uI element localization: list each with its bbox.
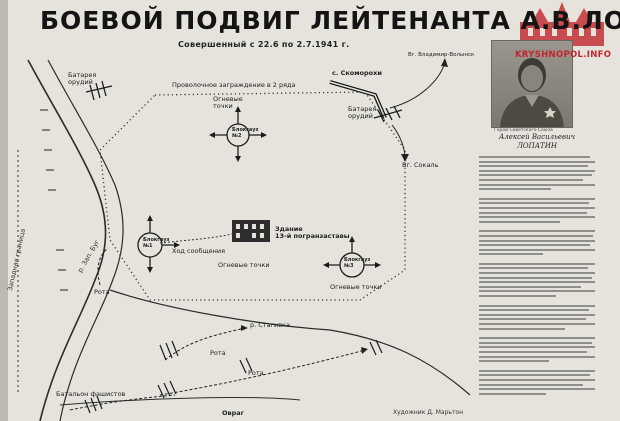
bunker-2-icon <box>213 110 263 158</box>
label-bunker-3: Блокгауз №3 <box>344 257 371 269</box>
outpost-building-icon <box>232 220 270 242</box>
battery-right-icon <box>373 105 403 123</box>
label-battery-top: Батарея орудий <box>68 71 97 87</box>
road-south <box>59 397 301 406</box>
hero-portrait <box>491 40 573 128</box>
river-western-bug-bank <box>47 59 124 421</box>
poster-subtitle: Совершенный с 22.6 по 2.7.1941 г. <box>178 40 350 49</box>
label-company-bottom: Рота <box>248 369 264 377</box>
photo-edge <box>0 0 8 421</box>
river-stagivka <box>109 289 471 396</box>
hero-caption: Герой Советского Союза <box>494 128 553 133</box>
battery-top-icon <box>85 80 113 101</box>
barbed-wire-perimeter <box>99 91 406 301</box>
arrow-to-vladimir <box>389 61 446 109</box>
enemy-unit-hatches <box>84 339 383 414</box>
label-firing-points-left: Огневые точки <box>218 261 270 269</box>
company-attack-center <box>164 327 246 361</box>
label-battery-right: Батарея орудий <box>348 105 377 121</box>
label-firing-points-top: Огневые точки <box>213 95 243 111</box>
label-communication-trench: Ход сообщения <box>172 247 226 255</box>
label-bunker-2: Блокгауз №2 <box>232 127 259 139</box>
label-outpost-building: Здание 13-й погранзаставы <box>275 225 350 241</box>
label-bunker-1: Блокгауз №1 <box>143 237 170 249</box>
label-river-stagivka: р. Стагивка <box>250 321 290 329</box>
hero-name: Алексей Васильевич ЛОПАТИН <box>499 133 575 151</box>
bunker-3-icon <box>327 240 377 278</box>
label-village: с. Скоморохи <box>332 69 382 77</box>
label-sokal: Вг. Сокаль <box>402 161 439 169</box>
label-vladimir-road: Вг. Владимир-Волынск <box>408 52 475 58</box>
label-company-left: Рота <box>94 288 110 296</box>
company-attack-bottom <box>159 349 366 396</box>
border-guard-marks <box>40 109 68 291</box>
artist-signature: Художник Д. Марьтон <box>393 409 464 416</box>
battalion-attack <box>69 394 176 411</box>
company-attack-left <box>97 247 109 286</box>
communication-trench <box>159 233 233 244</box>
label-fascist-battalion: Батальон фашистов <box>56 390 126 398</box>
watermark-text: KRYSHNOPOL.INFO <box>515 50 612 60</box>
biography-text-block <box>479 156 595 418</box>
road-to-village-inner <box>329 81 386 119</box>
label-ravine: Овраг <box>222 409 245 417</box>
label-firing-points-right: Огневые точки <box>330 283 382 291</box>
poster-title: БОЕВОЙ ПОДВИГ ЛЕЙТЕНАНТА А.В.ЛОПАТИНА <box>40 6 620 35</box>
label-barbed-wire: Проволочное заграждение в 2 ряда <box>172 81 296 89</box>
river-western-bug <box>27 59 107 421</box>
label-company-center: Рота <box>210 349 226 357</box>
